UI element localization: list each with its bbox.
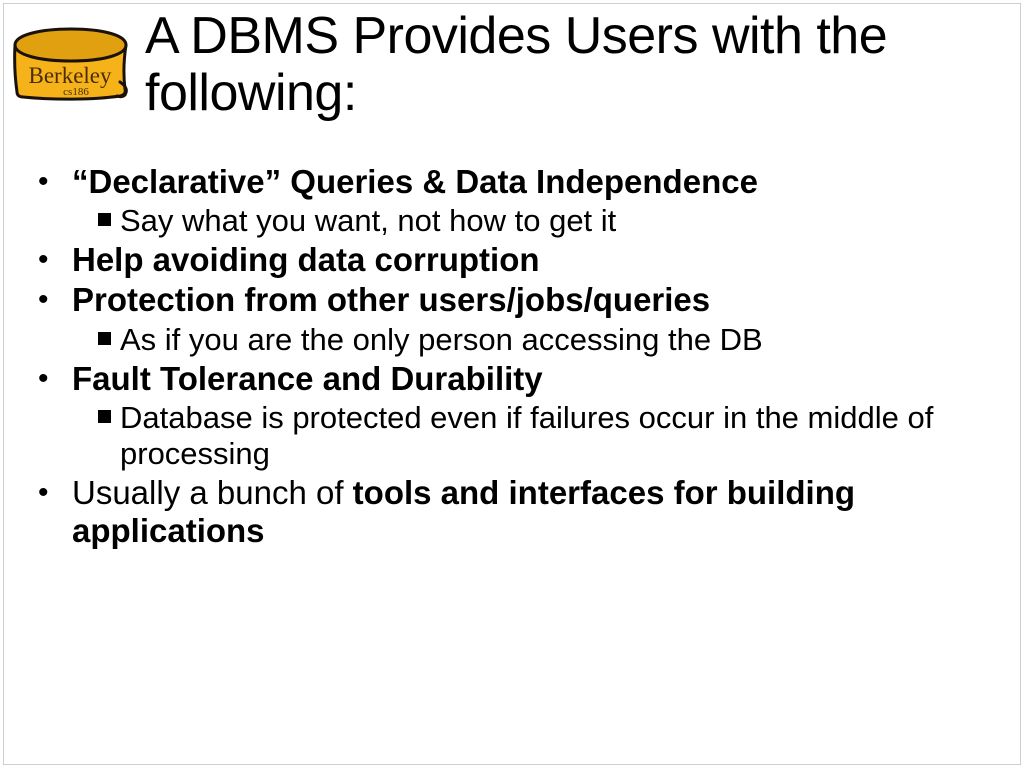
- round-bullet-icon: •: [38, 361, 49, 395]
- bullet-text-regular: Usually a bunch of: [72, 473, 353, 511]
- bullet-text: Usually a bunch of tools and interfaces …: [72, 474, 1024, 551]
- round-bullet-icon: •: [38, 243, 49, 277]
- square-bullet-icon: [98, 213, 111, 227]
- bullet-level2: As if you are the only person accessing …: [0, 322, 1024, 358]
- round-bullet-icon: •: [38, 283, 49, 317]
- bullet-level1: • Fault Tolerance and Durability: [0, 360, 1024, 398]
- logo-brand-text: Berkeley: [28, 63, 112, 88]
- bullet-text: Help avoiding data corruption: [72, 241, 540, 279]
- slide-body: • “Declarative” Queries & Data Independe…: [0, 163, 1024, 552]
- slide-header: Berkeley cs186 A DBMS Provides Users wit…: [0, 0, 1024, 145]
- bullet-level1: • “Declarative” Queries & Data Independe…: [0, 163, 1024, 201]
- bullet-text: Fault Tolerance and Durability: [72, 359, 543, 397]
- bullet-text: Say what you want, not how to get it: [120, 203, 617, 239]
- round-bullet-icon: •: [38, 165, 49, 198]
- bullet-text: As if you are the only person accessing …: [120, 321, 763, 357]
- berkeley-cs186-database-logo: Berkeley cs186: [8, 26, 134, 104]
- bullet-level1: • Protection from other users/jobs/queri…: [0, 281, 1024, 319]
- square-bullet-icon: [98, 331, 111, 345]
- bullet-level1: • Usually a bunch of tools and interface…: [0, 474, 1024, 551]
- square-bullet-icon: [98, 409, 111, 423]
- logo-course-text: cs186: [63, 86, 89, 98]
- bullet-level2: Say what you want, not how to get it: [0, 203, 1024, 239]
- bullet-text-bold: tools and interfaces for building applic…: [72, 473, 856, 550]
- bullet-level1: • Help avoiding data corruption: [0, 241, 1024, 279]
- round-bullet-icon: •: [38, 475, 49, 509]
- slide-title: A DBMS Provides Users with the following…: [145, 7, 888, 123]
- bullet-text: Protection from other users/jobs/queries: [72, 281, 711, 319]
- bullet-level2: Database is protected even if failures o…: [0, 400, 1024, 472]
- bullet-text: Database is protected even if failures o…: [120, 399, 934, 471]
- bullet-text: “Declarative” Queries & Data Independenc…: [72, 163, 758, 200]
